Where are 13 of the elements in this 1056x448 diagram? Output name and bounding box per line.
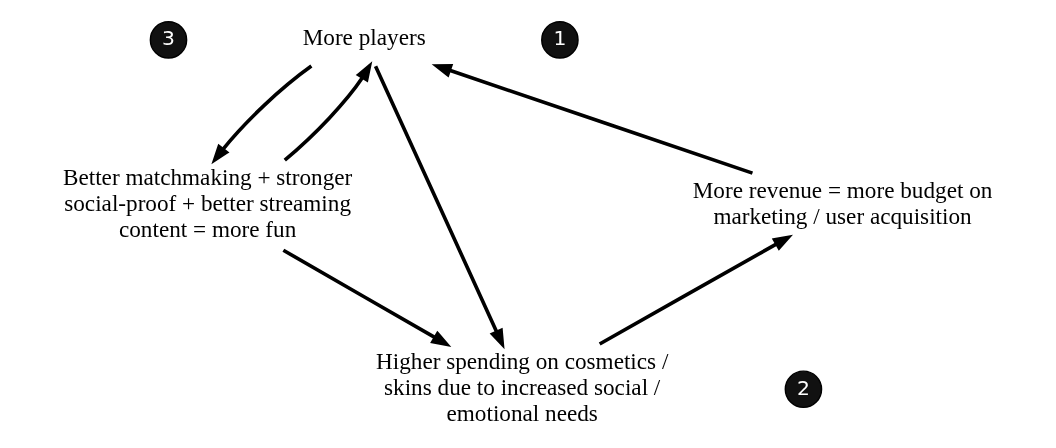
arrow — [373, 65, 505, 350]
label: 3 — [162, 26, 175, 51]
arrow — [282, 248, 452, 347]
arrow — [598, 234, 793, 346]
label: 2 — [796, 375, 810, 400]
node-text: Higher spending on cosmetics / skins due to increased social / emotional needs — [376, 347, 669, 426]
arrow — [211, 64, 313, 165]
arrow — [283, 61, 373, 162]
arrow — [431, 64, 754, 175]
node-text: Better matchmaking + stronger social-proof + better streaming content = more fun — [62, 163, 353, 242]
node-text: More players — [302, 24, 426, 51]
label: 1 — [553, 26, 567, 51]
node-text: More revenue = more budget on marketing / user acquisition — [692, 176, 993, 229]
